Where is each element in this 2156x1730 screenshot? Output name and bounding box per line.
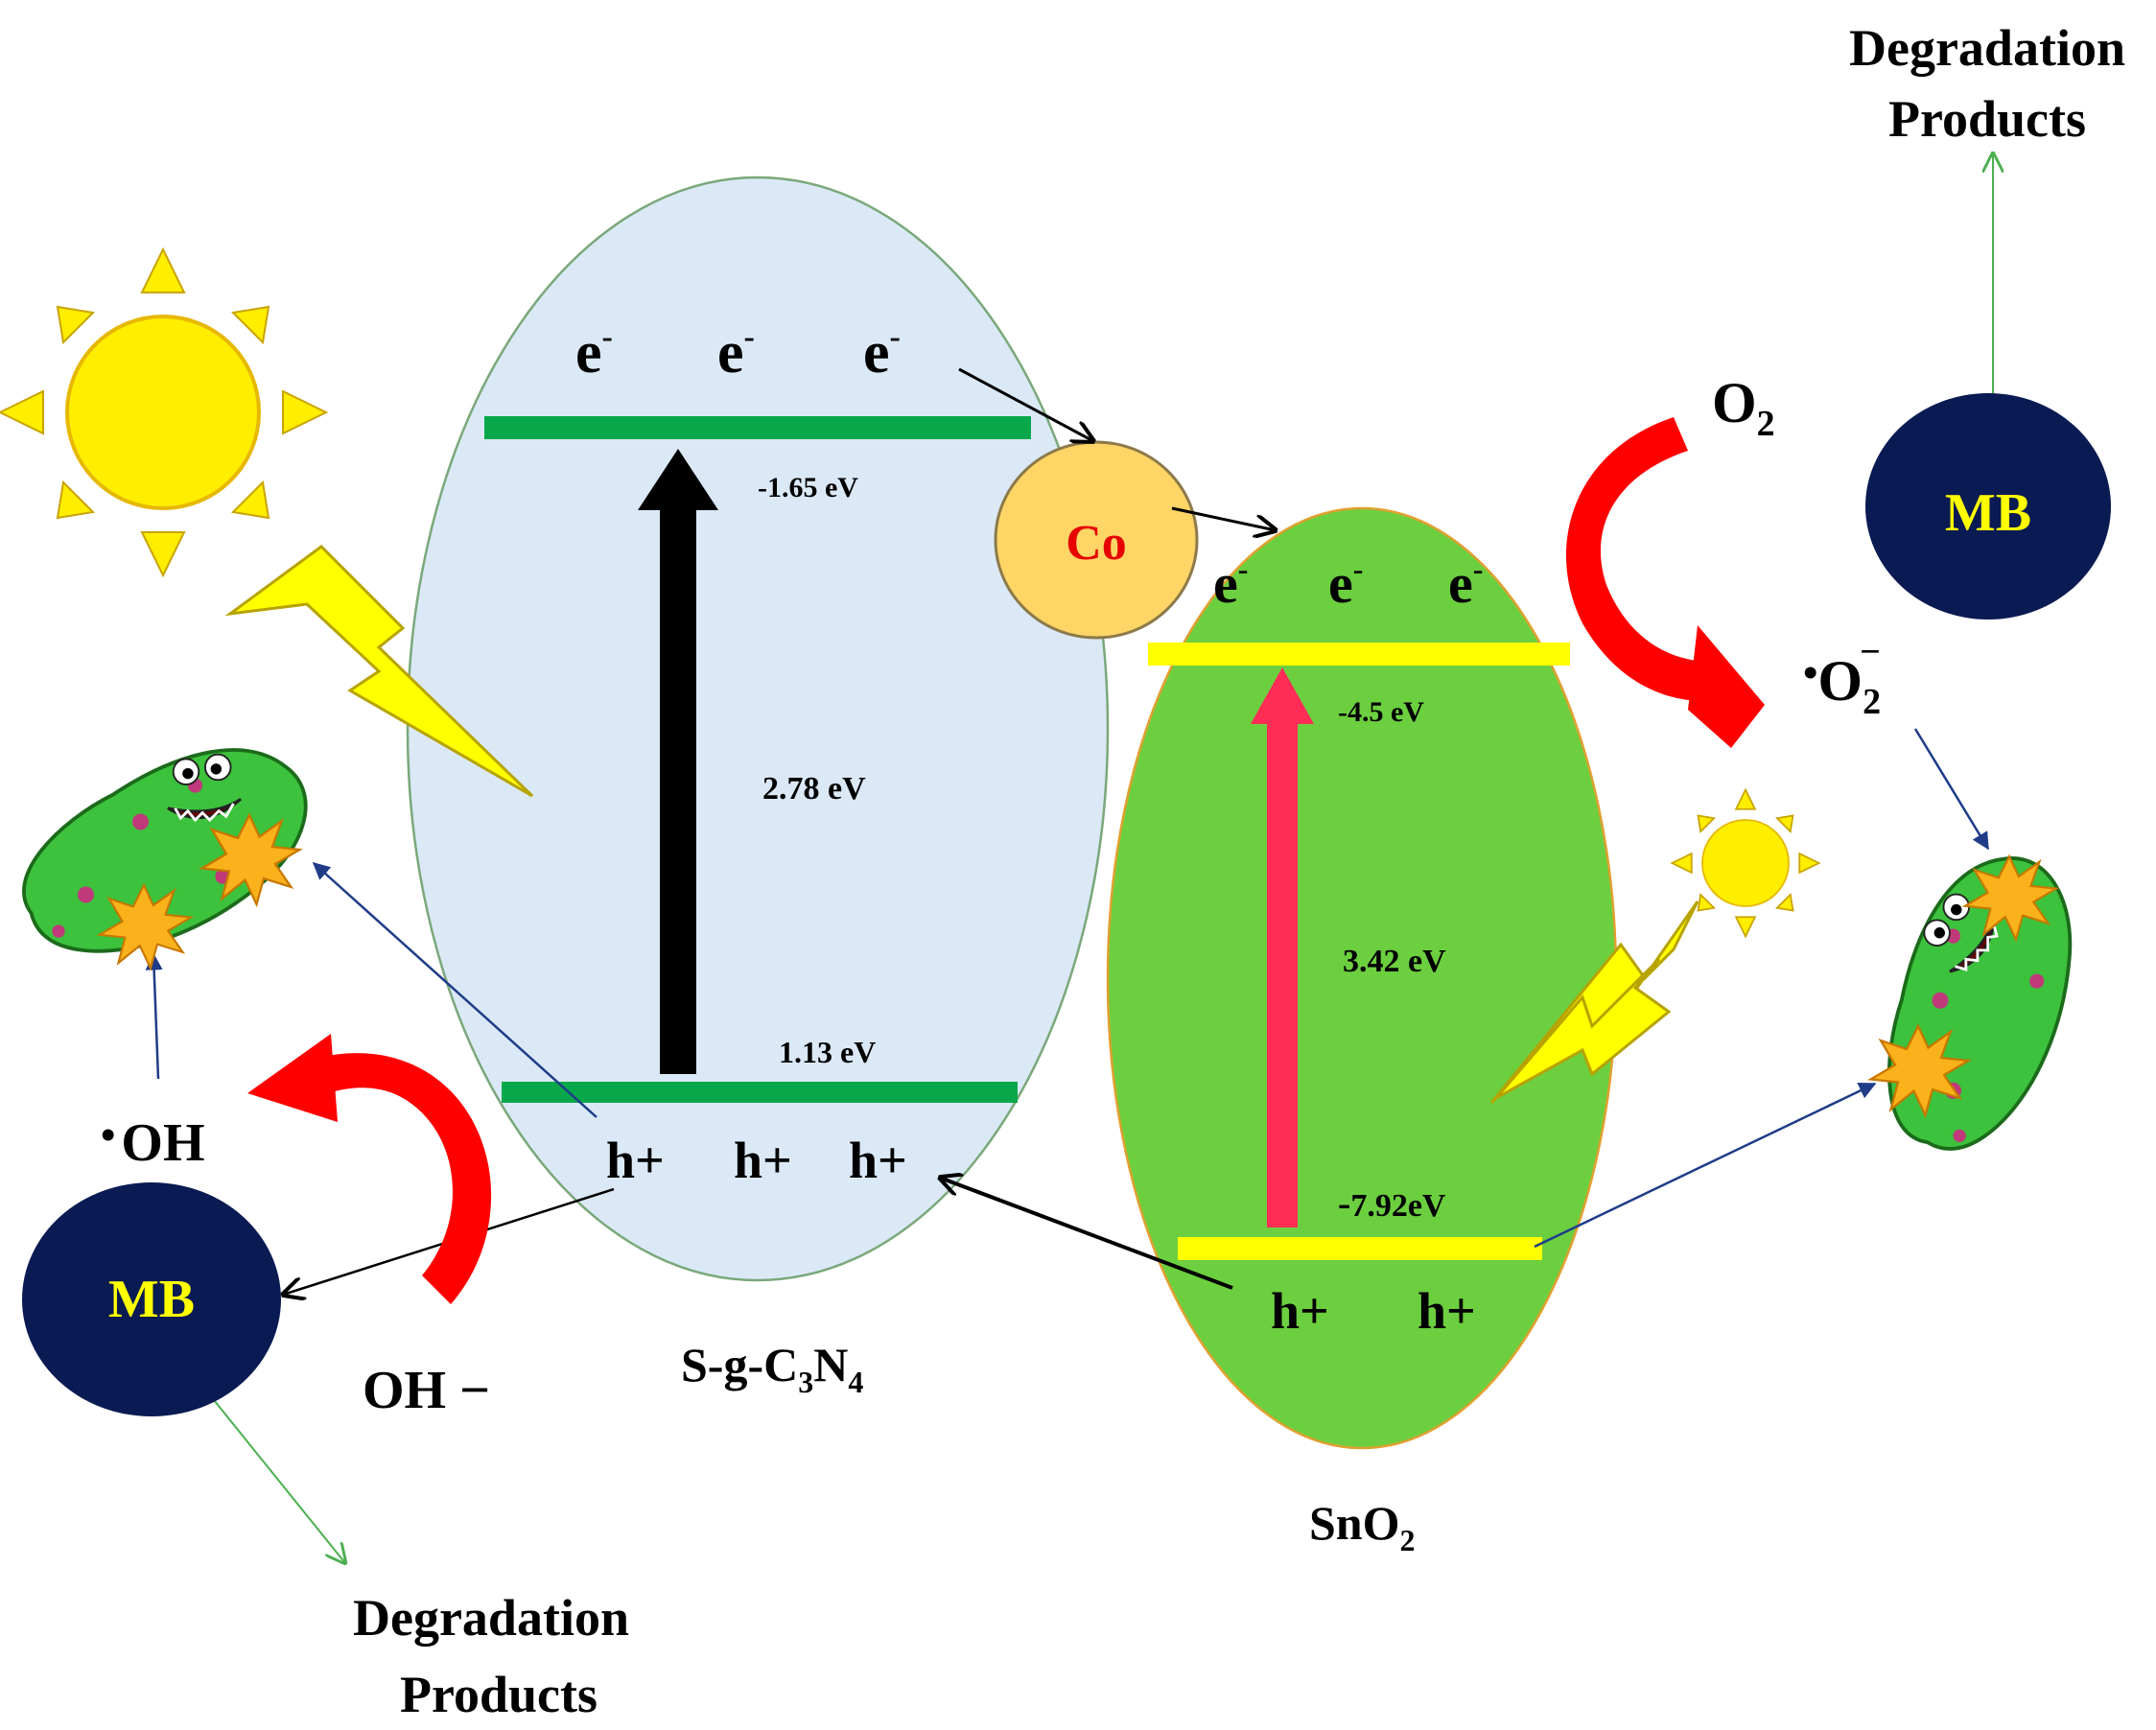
sgcn-conduction-band [484, 416, 1031, 439]
svg-text:MB: MB [108, 1270, 195, 1329]
oh-minus-to-radical-arrow [247, 1034, 492, 1304]
svg-text:h+: h+ [1418, 1282, 1476, 1340]
svg-text:h+: h+ [1271, 1282, 1329, 1340]
svg-text:MB: MB [1945, 483, 2031, 543]
sno2-vb-energy: -7.92eV [1338, 1181, 1446, 1225]
svg-text:e-: e- [575, 319, 613, 386]
sno2-label: SnO2 [1309, 1496, 1416, 1557]
co-to-sno2-arrow [1171, 506, 1276, 530]
sgcn-electrons: e- e- e- [575, 319, 901, 386]
sgcn-excitation-arrow [638, 449, 718, 1074]
svg-text:e-: e- [717, 319, 755, 386]
co-cocatalyst: Co [994, 440, 1199, 640]
lightning-icon [224, 545, 534, 798]
sno2-conduction-band [1148, 643, 1570, 666]
svg-text:h+: h+ [606, 1132, 665, 1189]
svg-text:Products: Products [1888, 90, 2086, 148]
sno2-valence-band [1178, 1237, 1542, 1260]
svg-text:e-: e- [863, 319, 901, 386]
svg-text:Degradation: Degradation [353, 1589, 629, 1647]
svg-text:e-: e- [1213, 551, 1248, 615]
sgcn-bandgap-energy: 2.78 eV [762, 771, 866, 807]
svg-text:e-: e- [1448, 551, 1483, 615]
sgcn-holes: h+ h+ h+ [606, 1132, 907, 1189]
svg-text:h+: h+ [734, 1132, 792, 1189]
sgcn-ellipse [406, 175, 1110, 1282]
oh-to-bacteria-arrow [145, 952, 163, 1080]
svg-text:e-: e- [1328, 551, 1363, 615]
oxygen-label: O2 [1712, 371, 1775, 444]
sun-icon [0, 246, 329, 578]
sgcn-label: S-g-C3N4 [681, 1338, 863, 1399]
sgcn-cb-energy: -1.65 eV [758, 472, 858, 503]
sun-icon [1670, 787, 1821, 939]
hydroxide-label: OH − [363, 1361, 490, 1420]
svg-text:Products: Products [400, 1666, 598, 1723]
mb-molecule-right: MB [1865, 393, 2111, 620]
sgcn-vb-energy: 1.13 eV [779, 1035, 876, 1069]
sno2-electrons: e- e- e- [1213, 551, 1483, 615]
bacteria-icon [1805, 830, 2150, 1177]
electron-to-co-arrow [958, 367, 1093, 441]
hole-to-bacteria-arrow [312, 861, 598, 1118]
mb-molecule-left: MB [22, 1182, 281, 1416]
hole-transfer-arrow [940, 1178, 1233, 1290]
o2-to-superoxide-arrow [1565, 417, 1765, 748]
mb-to-degradation-arrow-left [205, 1390, 345, 1563]
lightning-icon [1494, 957, 1672, 1100]
sgcn-valence-band [502, 1082, 1018, 1103]
sno2-bandgap-energy: 3.42 eV [1343, 944, 1446, 979]
svg-text:h+: h+ [849, 1132, 907, 1189]
degradation-products-left: Degradation Products [353, 1589, 629, 1723]
degradation-products-right: Degradation Products [1849, 19, 2125, 148]
superoxide-label: •O2− [1803, 632, 1881, 722]
svg-text:Co: Co [1066, 516, 1127, 571]
sno2-cb-energy: -4.5 eV [1338, 696, 1424, 728]
sno2-hole-to-bacteria-arrow [1534, 1082, 1877, 1249]
hydroxyl-radical-label: •OH [101, 1111, 205, 1173]
svg-text:Degradation: Degradation [1849, 19, 2125, 77]
superoxide-to-bacteria-arrow [1913, 728, 1990, 851]
sno2-excitation-arrow [1251, 667, 1314, 1227]
sno2-holes: h+ h+ [1271, 1282, 1476, 1340]
